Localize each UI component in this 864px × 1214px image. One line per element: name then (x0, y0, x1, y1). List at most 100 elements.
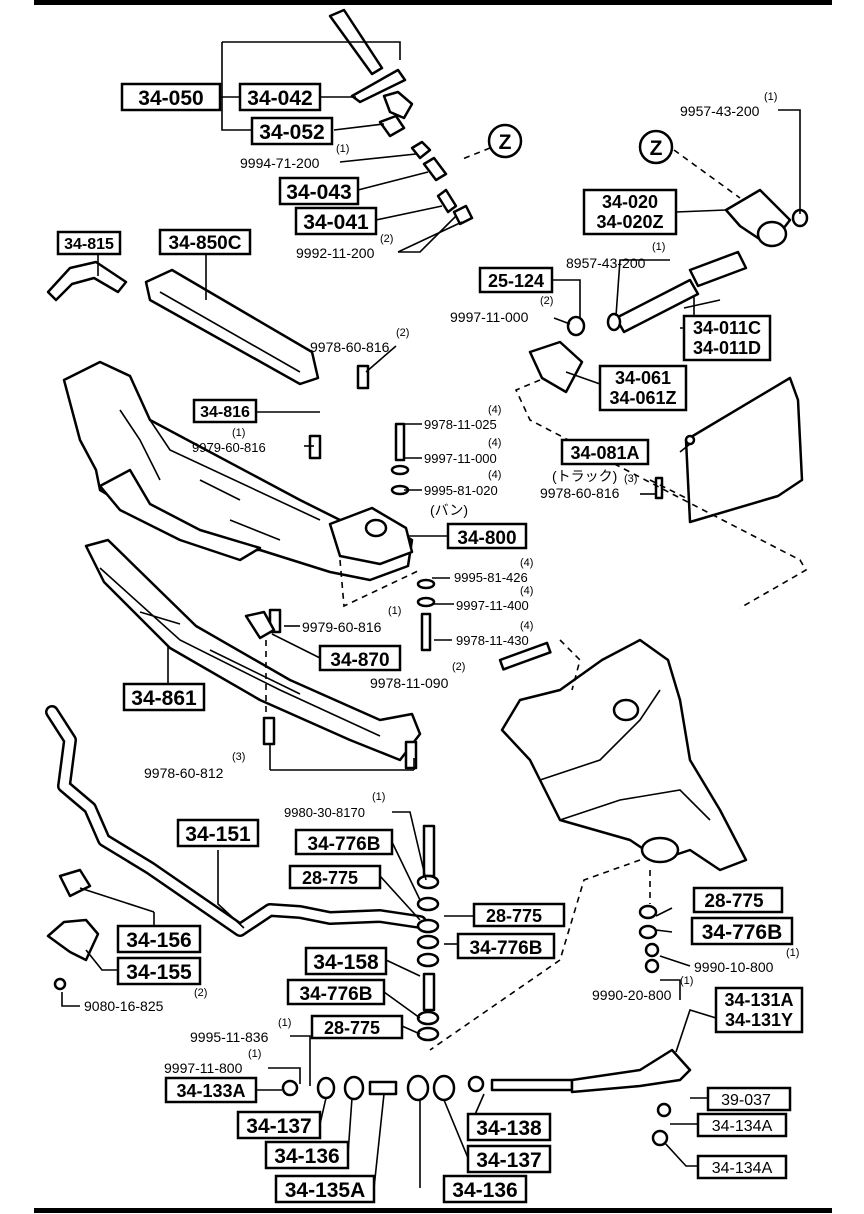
label-34-800: 34-800 (446, 522, 528, 550)
qty-9990-10-800: (1) (786, 947, 799, 959)
label-28-775-1: 28-775 (288, 864, 382, 890)
hw-9995-11-836: 9995-11-836 (190, 1029, 269, 1045)
label-34-020: 34-020 34-020Z (582, 188, 678, 236)
qty-9995-81-426: (4) (520, 557, 533, 569)
qty-9978-60-816-2: (3) (624, 473, 637, 485)
hw-9957-43-200: 9957-43-200 (680, 103, 760, 119)
label-34-776b-4: 34-776B (690, 916, 794, 946)
label-34-156: 34-156 (116, 924, 202, 954)
label-34-043-text: 34-043 (286, 181, 351, 204)
qty-9978-11-430: (4) (520, 620, 533, 632)
label-28-775-3-text: 28-775 (324, 1018, 380, 1038)
label-34-135a: 34-135A (274, 1174, 376, 1204)
bottom-rule (34, 1208, 832, 1213)
label-34-816-text: 34-816 (200, 404, 250, 421)
label-34-133a: 34-133A (164, 1076, 258, 1104)
hw-9995-81-020: 9995-81-020 (424, 483, 498, 498)
hw-9080-16-825: 9080-16-825 (84, 998, 164, 1014)
stabilizer-link-drawing (416, 824, 440, 1042)
label-34-052: 34-052 (250, 116, 334, 146)
hw-9978-11-025: 9978-11-025 (424, 417, 497, 432)
label-34-776b-3: 34-776B (286, 978, 386, 1006)
qty-9978-60-812: (3) (232, 751, 245, 763)
label-28-775-1-text: 28-775 (302, 868, 358, 888)
label-34-138-text: 34-138 (476, 1117, 542, 1140)
label-34-042-text: 34-042 (247, 87, 312, 110)
stabilizer-bushing-drawing (46, 868, 100, 991)
label-34-011c-text: 34-011C (693, 318, 761, 338)
label-34-138: 34-138 (466, 1112, 552, 1142)
note-truck: (トラック) (552, 468, 617, 484)
qty-9978-11-025: (4) (488, 404, 501, 416)
label-34-081a: 34-081A (560, 438, 650, 466)
label-34-776b-3-text: 34-776B (300, 984, 373, 1005)
label-34-151-text: 34-151 (185, 823, 251, 846)
label-34-158-text: 34-158 (313, 951, 379, 974)
label-34-134a-2-text: 34-134A (712, 1160, 773, 1177)
label-34-043: 34-043 (278, 176, 360, 206)
crossmember-drawing (62, 360, 414, 582)
label-34-061z-text: 34-061Z (609, 388, 676, 408)
hw-9997-11-800: 9997-11-800 (164, 1060, 243, 1076)
ref-z-marks: Z Z (459, 123, 741, 199)
label-34-081a-text: 34-081A (570, 443, 639, 463)
label-34-134a-1: 34-134A (696, 1112, 788, 1138)
label-34-155: 34-155 (116, 956, 202, 986)
upper-arm-bolt-drawing (328, 8, 474, 226)
qty-9978-60-816-1: (2) (396, 327, 409, 339)
label-28-775-2-text: 28-775 (486, 906, 542, 926)
ref-z-text-2: Z (650, 137, 663, 160)
hw-9978-11-090: 9978-11-090 (370, 675, 449, 691)
label-34-861: 34-861 (122, 682, 206, 712)
label-34-050: 34-050 (120, 82, 222, 112)
shield-plate-drawing (144, 268, 320, 386)
label-34-011d-text: 34-011D (693, 338, 761, 358)
mount-bolts-drawing (244, 364, 664, 974)
label-25-124: 25-124 (478, 266, 554, 294)
label-34-137-1-text: 34-137 (246, 1115, 311, 1138)
label-34-134a-1-text: 34-134A (712, 1118, 773, 1135)
label-39-037-text: 39-037 (721, 1092, 771, 1109)
tension-rod-drawing (281, 1048, 692, 1147)
qty-9978-11-090: (2) (452, 661, 465, 673)
skid-plate-drawing (84, 538, 422, 762)
hw-9978-60-816-2: 9978-60-816 (540, 485, 620, 501)
label-34-136-2-text: 34-136 (452, 1179, 517, 1202)
label-34-020-text: 34-020 (602, 192, 658, 212)
stabilizer-bar-drawing (45, 705, 427, 937)
hw-8957-43-200: 8957-43-200 (566, 255, 646, 271)
label-28-775-3: 28-775 (310, 1014, 404, 1040)
hw-9994-71-200: 9994-71-200 (240, 155, 320, 171)
qty-9992-11-200: (2) (380, 233, 393, 245)
hw-9990-10-800: 9990-10-800 (694, 959, 774, 975)
label-34-050-text: 34-050 (138, 87, 203, 110)
label-28-775-2: 28-775 (472, 902, 566, 928)
label-34-052-text: 34-052 (259, 121, 324, 144)
qty-9080-16-825: (2) (194, 987, 207, 999)
hw-9997-11-400: 9997-11-400 (456, 598, 529, 613)
label-34-131a: 34-131A 34-131Y (714, 986, 804, 1034)
label-28-775-4-text: 28-775 (704, 891, 764, 912)
mud-guard-drawing (684, 376, 804, 524)
label-34-136-1-text: 34-136 (274, 1145, 339, 1168)
label-34-776b-1: 34-776B (294, 828, 394, 856)
hw-9979-60-816-2: 9979-60-816 (302, 619, 382, 635)
label-34-131a-text: 34-131A (724, 990, 793, 1010)
label-34-136-1: 34-136 (264, 1140, 350, 1170)
qty-9995-81-020: (4) (488, 469, 501, 481)
lower-arm-drawing (500, 638, 748, 872)
ref-z-circle-2 (638, 129, 674, 165)
label-34-861-text: 34-861 (131, 687, 197, 710)
qty-9995-11-836: (1) (278, 1017, 291, 1029)
phantom-lines (265, 379, 808, 1051)
hw-9979-60-816-1: 9979-60-816 (192, 440, 266, 455)
hw-9980-30-8170: 9980-30-8170 (284, 805, 365, 820)
label-25-124-text: 25-124 (488, 271, 544, 291)
label-34-041: 34-041 (294, 206, 378, 236)
qty-9990-20-800: (1) (680, 975, 693, 987)
bracket-34-815-drawing (46, 260, 128, 302)
hw-9978-11-430: 9978-11-430 (456, 633, 529, 648)
hw-9978-60-812: 9978-60-812 (144, 765, 224, 781)
label-34-131y-text: 34-131Y (725, 1010, 793, 1030)
